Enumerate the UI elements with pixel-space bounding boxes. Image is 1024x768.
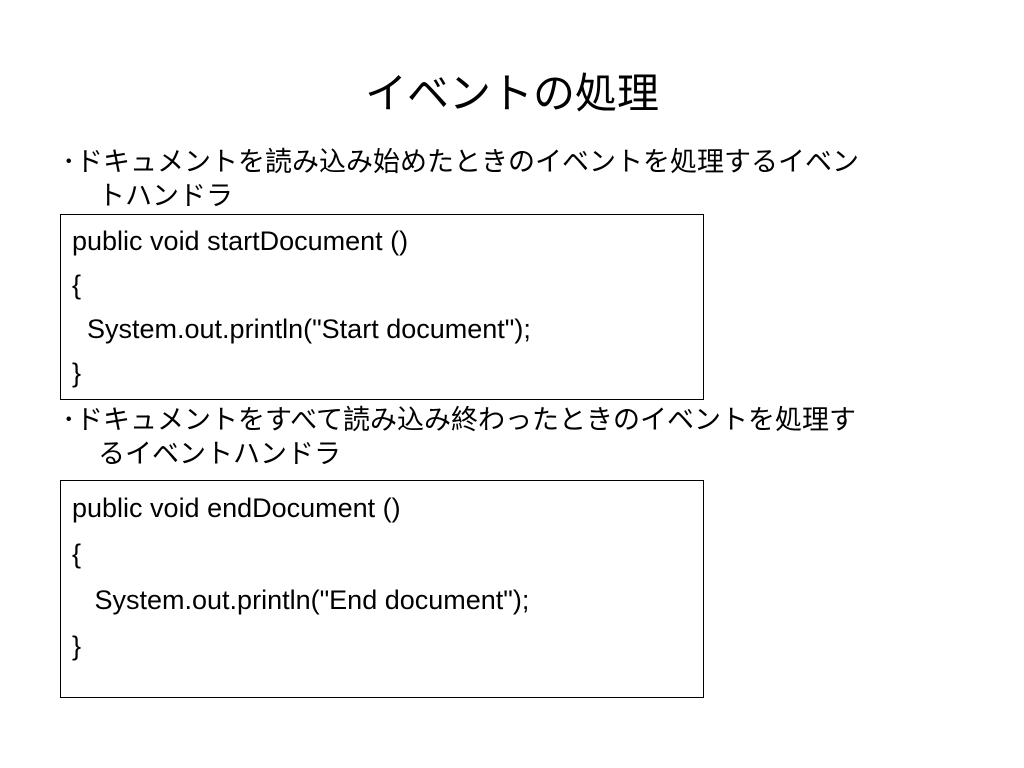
bullet-marker: ･: [62, 147, 76, 178]
code-line: public void endDocument (): [72, 493, 401, 523]
bullet-text: ドキュメントを読み込み始めたときのイベントを処理するイベン: [76, 147, 859, 178]
bullet-text-continuation: るイベントハンドラ: [98, 439, 341, 470]
bullet-text-continuation: トハンドラ: [98, 181, 233, 212]
code-box-end-document: public void endDocument () { System.out.…: [60, 480, 704, 698]
bullet-line: ･ドキュメントをすべて読み込み終わったときのイベントを処理す: [62, 404, 972, 438]
code-box-start-document: public void startDocument () { System.ou…: [60, 214, 704, 400]
code-line: {: [72, 270, 82, 300]
bullet-text: ドキュメントをすべて読み込み終わったときのイベントを処理す: [76, 405, 857, 436]
code-line: public void startDocument (): [72, 226, 409, 256]
code-line: }: [72, 358, 82, 388]
code-line: System.out.println("End document");: [72, 585, 530, 615]
code-line: }: [72, 631, 82, 661]
bullet-end-document: ･ドキュメントをすべて読み込み終わったときのイベントを処理す るイベントハンドラ: [62, 404, 972, 472]
code-line: System.out.println("Start document");: [72, 314, 531, 344]
bullet-start-document: ･ドキュメントを読み込み始めたときのイベントを処理するイベン トハンドラ: [62, 146, 972, 214]
slide-title: イベントの処理: [364, 69, 659, 118]
bullet-line: ･ドキュメントを読み込み始めたときのイベントを処理するイベン: [62, 146, 972, 180]
bullet-marker: ･: [62, 405, 76, 436]
code-line: {: [72, 539, 82, 569]
